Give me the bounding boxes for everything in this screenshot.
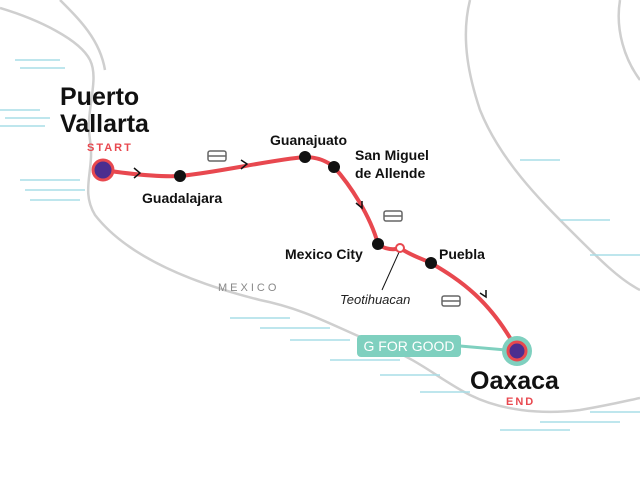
bus-icon xyxy=(383,210,403,222)
end-tag: END xyxy=(506,396,536,408)
san-miguel-line1: San Miguel xyxy=(355,147,429,163)
stop-mexico-city[interactable] xyxy=(372,238,384,250)
stop-label-guadalajara: Guadalajara xyxy=(142,190,223,206)
start-label-line2: Vallarta xyxy=(60,110,149,138)
stop-puebla[interactable] xyxy=(425,257,437,269)
stop-label-teotihuacan: Teotihuacan xyxy=(340,292,411,307)
start-label: Puerto Vallarta xyxy=(60,84,149,138)
start-label-line1: Puerto xyxy=(60,83,140,111)
start-marker[interactable] xyxy=(91,158,115,182)
start-tag: START xyxy=(87,142,133,154)
stop-markers xyxy=(174,151,437,269)
stop-teotihuacan[interactable] xyxy=(395,243,405,253)
stop-guanajuato[interactable] xyxy=(299,151,311,163)
san-miguel-line2: de Allende xyxy=(355,165,426,181)
stop-label-san-miguel: San Miguel de Allende xyxy=(355,146,429,182)
teotihuacan-leader xyxy=(381,249,401,291)
country-label: MEXICO xyxy=(218,282,280,294)
coastline xyxy=(0,0,640,414)
stop-label-puebla: Puebla xyxy=(439,246,485,262)
g-for-good-badge[interactable]: G FOR GOOD xyxy=(357,335,461,357)
end-marker[interactable] xyxy=(506,340,528,362)
stop-guadalajara[interactable] xyxy=(174,170,186,182)
stop-san-miguel[interactable] xyxy=(328,161,340,173)
water-hatching xyxy=(0,59,640,431)
end-label: Oaxaca xyxy=(470,367,559,395)
bus-icon xyxy=(207,150,227,162)
direction-arrow-icon xyxy=(133,159,487,299)
stop-label-mexico-city: Mexico City xyxy=(285,246,363,262)
stop-label-guanajuato: Guanajuato xyxy=(270,132,348,148)
bus-icon xyxy=(441,295,461,307)
